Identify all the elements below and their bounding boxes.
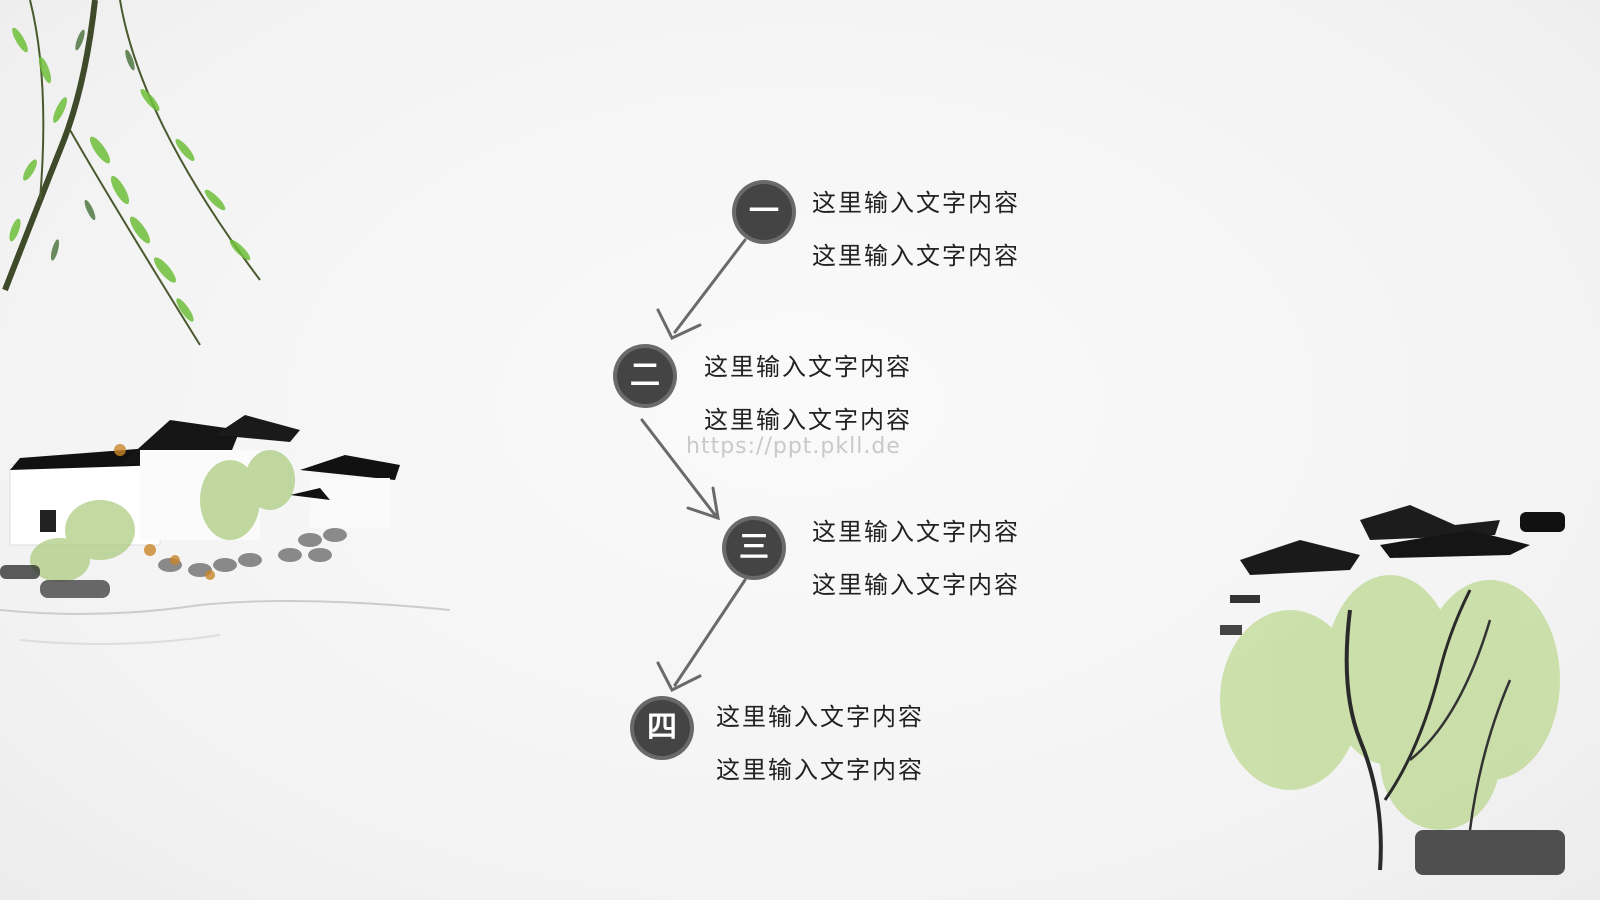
step-4-text-line-1: 这里输入文字内容 [716,703,924,731]
arrow-3-to-4 [673,578,747,687]
step-3-text-line-2: 这里输入文字内容 [812,571,1020,599]
arrow-2-to-3 [640,418,717,517]
step-2-badge: 二 [611,342,679,410]
house-willow-illustration [1220,505,1565,875]
watermark-text: https://ppt.pkll.de [686,434,901,459]
water-village-illustration [0,415,451,645]
willow-branch-illustration [2,0,261,346]
arrow-2-head [686,486,720,521]
step-1-badge: 一 [730,178,798,246]
step-1-text-line-2: 这里输入文字内容 [812,242,1020,270]
step-2-text-line-1: 这里输入文字内容 [704,353,912,381]
arrow-1-head [656,308,702,340]
step-4-badge: 四 [628,694,696,762]
step-4-number: 四 [647,710,677,745]
step-2-number: 二 [630,358,660,393]
arrow-3-head [656,661,702,693]
step-1-text-line-1: 这里输入文字内容 [812,189,1020,217]
step-4-text-line-2: 这里输入文字内容 [716,756,924,784]
step-3-badge: 三 [720,514,788,582]
arrow-1-to-2 [673,238,747,334]
step-1-number: 一 [749,194,779,229]
step-3-number: 三 [739,530,769,565]
step-2-text-line-2: 这里输入文字内容 [704,406,912,434]
step-3-text-line-1: 这里输入文字内容 [812,518,1020,546]
